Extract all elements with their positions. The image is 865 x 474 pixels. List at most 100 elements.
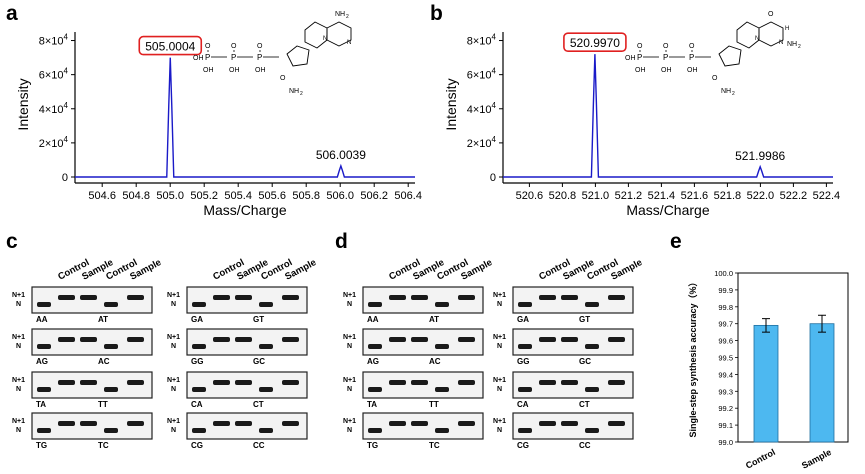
panel-letter-d: d [335,230,348,253]
y-tick-label: 99.9 [718,286,733,295]
gel-marker-n: N [497,343,502,350]
gel-band [235,295,252,300]
x-tick-label: 505.0 [156,190,184,202]
gel-band [37,302,51,307]
gel-lane-label: GA [191,315,203,324]
structure-base-ring [758,21,784,47]
y-tick-label: 99.0 [718,438,733,447]
peak-highlight-box [563,32,627,52]
panel-letter-c: c [6,230,18,253]
gel-band [608,421,625,426]
gel-marker-n: N [497,301,502,308]
gel-band [192,428,206,433]
y-tick-label-mantissa: 8×10 [467,36,492,48]
gel-band [282,295,299,300]
gel-band [458,295,475,300]
gel-lane-label: TG [367,441,378,450]
y-tick-label: 100.0 [714,269,733,278]
gel-lane-label: AT [429,315,439,324]
gel-marker-n-plus-1: N+1 [167,334,180,341]
gel-marker-n-plus-1: N+1 [493,377,506,384]
y-tick-label: 99.2 [718,404,733,413]
gel-band [585,428,599,433]
y-tick-label: 99.5 [718,354,733,363]
bar [753,324,779,443]
x-axis-title: Mass/Charge [203,202,286,218]
gel-marker-n-plus-1: N+1 [343,292,356,299]
y-axis-title: Intensity [443,78,459,130]
gel-band [127,295,144,300]
gel-lane-label: GG [517,357,529,366]
gel-marker-n: N [171,343,176,350]
gel-band [435,302,449,307]
panel-letter-e: e [670,230,682,253]
x-tick-label: 506.2 [360,190,388,202]
x-tick-label: 505.4 [224,190,252,202]
y-tick-label-mantissa: 0 [62,172,68,184]
structure-sugar-oxygen: O [280,75,286,82]
gel-band [518,344,532,349]
gel-band [389,337,406,342]
x-tick-label: 506.0 [326,190,354,202]
gel-marker-n-plus-1: N+1 [167,377,180,384]
structure-hydroxyl: OH [229,67,240,74]
x-tick-label: 520.6 [516,190,544,202]
structure-sugar-ring [286,45,310,67]
y-tick-label-mantissa: 0 [490,172,496,184]
bar-chart-group: 99.099.199.299.399.499.599.699.799.899.9… [688,269,849,471]
gel-band [127,380,144,385]
gel-lane-label: CC [579,441,591,450]
x-category-label: Sample [800,447,833,471]
gel-marker-n-plus-1: N+1 [493,334,506,341]
structure-hydroxyl: OH [661,67,672,74]
y-tick-label: 4×104 [467,101,497,116]
gel-band [104,428,118,433]
x-tick-label: 521.6 [681,190,709,202]
structure-terminal-hydroxyl: OH [193,55,204,62]
gel-lane-label: TA [367,400,377,409]
y-tick-label: 8×104 [39,33,69,48]
gel-band [282,337,299,342]
structure-hydroxyl: OH [203,67,214,74]
gel-lane-label: AC [98,357,110,366]
gel-band [259,387,273,392]
gel-band [458,380,475,385]
gel-band [127,337,144,342]
structure-oxygen: O [231,43,237,50]
gel-marker-n: N [171,386,176,393]
gel-lane-label: GT [579,315,590,324]
gel-band [80,380,97,385]
gel-lane-label: CG [517,441,529,450]
y-tick-label-mantissa: 6×10 [467,70,492,82]
gel-lane-label: AG [367,357,379,366]
x-tick-label: 506.4 [394,190,422,202]
gel-band [192,302,206,307]
gel-marker-n: N [171,301,176,308]
gel-band [561,421,578,426]
gel-band [585,387,599,392]
structure-phosphorus: P [231,53,236,62]
gel-marker-n: N [16,301,21,308]
peak-label: 506.0039 [316,148,366,162]
x-tick-label: 521.8 [714,190,742,202]
gel-band [37,344,51,349]
gel-band [58,380,75,385]
y-tick-label-mantissa: 8×10 [39,36,64,48]
gel-band [235,337,252,342]
gel-band [58,295,75,300]
gel-band [435,344,449,349]
structure-exo-amine-subscript: 2 [798,44,801,50]
gel-lane-label: TC [98,441,109,450]
gel-lane-label: TG [36,441,47,450]
spectrum-trace [503,54,833,178]
gel-marker-n-plus-1: N+1 [343,377,356,384]
